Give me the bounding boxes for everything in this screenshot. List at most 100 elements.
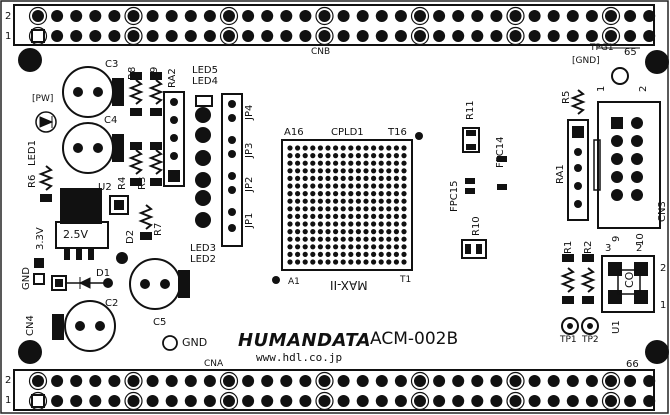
t16-label: T16 [388, 127, 407, 138]
mount-hole [18, 340, 42, 364]
bga-ball [378, 175, 384, 181]
bga-ball [371, 153, 377, 159]
gnd-pad-left [34, 258, 44, 268]
max-ii-label: MAX-II [330, 278, 368, 292]
bga-ball [363, 175, 369, 181]
bga-ball [333, 183, 339, 189]
header-pin [528, 10, 541, 22]
bga-ball [393, 206, 399, 212]
pin-1-marker [31, 29, 45, 43]
bga-ball [363, 160, 369, 166]
bga-ball [348, 160, 354, 166]
header-pin [414, 10, 426, 22]
bga-ball [287, 183, 293, 189]
bga-ball [317, 168, 323, 174]
bga-ball [325, 191, 331, 197]
bga-ball [340, 251, 346, 257]
bga-ball [371, 191, 377, 197]
bga-ball [371, 175, 377, 181]
r8-label: R8 [127, 66, 138, 80]
header-pin [318, 30, 331, 42]
bga-ball [302, 229, 308, 235]
bga-ball [386, 206, 392, 212]
bga-ball [348, 251, 354, 257]
bga-ball [386, 259, 392, 265]
bga-ball [355, 153, 361, 159]
bga-ball [401, 175, 407, 181]
bga-ball [393, 259, 399, 265]
header-pin [32, 10, 44, 22]
bga-ball [325, 168, 331, 174]
bga-ball [317, 251, 323, 257]
header-pin-ring [506, 391, 525, 411]
bga-ball [340, 221, 346, 227]
c2-label: C2 [105, 298, 119, 309]
jp4-label: JP4 [244, 104, 255, 120]
bga-ball [363, 191, 369, 197]
bga-ball [378, 206, 384, 212]
header-pin [471, 395, 484, 407]
header-pin [490, 10, 503, 22]
bga-ball [310, 221, 316, 227]
bga-ball [287, 244, 293, 250]
bga-ball [363, 145, 369, 151]
co-label: CO [623, 271, 636, 288]
resistor-pads [40, 72, 162, 240]
r2-label: R2 [583, 240, 594, 254]
bga-ball [333, 236, 339, 242]
bga-ball [287, 259, 293, 265]
led1-label: LED1 [27, 140, 38, 166]
header-pin [528, 375, 541, 387]
header-pin [566, 375, 579, 387]
header-pin [184, 30, 197, 42]
bga-ball [295, 229, 301, 235]
bga-ball [287, 160, 293, 166]
bga-ball [325, 221, 331, 227]
bga-ball [355, 160, 361, 166]
bga-ball [401, 191, 407, 197]
bga-ball [287, 221, 293, 227]
header-pin [375, 10, 388, 22]
bga-ball [302, 191, 308, 197]
maker-logo: HUMANDATA [238, 330, 372, 351]
bga-ball [325, 236, 331, 242]
bga-ball [317, 183, 323, 189]
tpg1 [611, 67, 629, 85]
bga-ball [295, 259, 301, 265]
header-pin [203, 10, 216, 22]
header-pin [108, 30, 121, 42]
bga-ball [355, 236, 361, 242]
bga-ball [348, 229, 354, 235]
header-pin [51, 395, 64, 407]
header-pin [490, 30, 503, 42]
gnd-label: GND [21, 267, 32, 290]
header-pin [585, 395, 598, 407]
header-pin [509, 30, 522, 42]
header-pin-ring [315, 26, 334, 46]
ra1-label: RA1 [555, 164, 566, 184]
u2-label: U2 [98, 182, 112, 193]
pin-9-label: 9 [611, 235, 622, 242]
header-pin [318, 375, 331, 387]
bga-ball [325, 160, 331, 166]
header-pin [643, 10, 656, 22]
cpld-label: CPLD1 [331, 127, 364, 138]
u1-pin3-label: 3 [605, 243, 612, 254]
bga-ball [371, 236, 377, 242]
url-label: www.hdl.co.jp [256, 351, 343, 364]
bga-ball [295, 191, 301, 197]
bga-ball [302, 168, 308, 174]
bga-ball [310, 236, 316, 242]
bga-ball [371, 213, 377, 219]
bga-ball [287, 213, 293, 219]
bga-ball [401, 145, 407, 151]
header-pin [299, 30, 312, 42]
bga-ball [340, 206, 346, 212]
bga-ball [325, 175, 331, 181]
bga-ball [317, 259, 323, 265]
bga-ball [363, 168, 369, 174]
bga-ball [386, 229, 392, 235]
bga-ball [295, 145, 301, 151]
header-pin [299, 395, 312, 407]
header-pin [337, 30, 350, 42]
